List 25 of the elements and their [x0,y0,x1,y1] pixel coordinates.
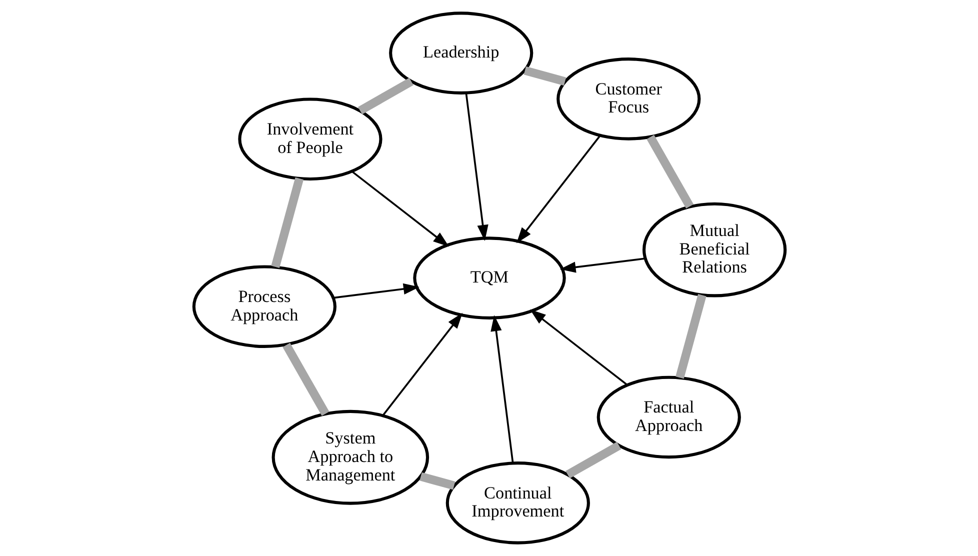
node-ellipse: Mutual Beneficial Relations [642,202,786,298]
arrow [529,309,628,386]
arrow [516,135,600,244]
node-ellipse: TQM [412,236,566,320]
connector [675,294,706,379]
connector [646,134,694,208]
connector [357,78,413,114]
node-ellipse: Leadership [388,12,533,94]
arrow [464,93,488,241]
node-ellipse: Process Approach [192,265,336,348]
connector [270,177,304,268]
node-ellipse: Factual Approach [596,376,740,459]
arrow [559,258,645,273]
arrow [350,170,449,247]
arrow [382,312,462,416]
connector [565,442,621,478]
arrow [490,315,514,463]
arrow [332,283,419,299]
connector [419,472,455,490]
node-ellipse: Continual Improvement [445,462,590,544]
connector [523,66,566,86]
connector [282,342,329,416]
node-ellipse: System Approach to Management [271,410,429,505]
node-ellipse: Customer Focus [556,58,700,140]
node-ellipse: Involvement of People [238,98,382,180]
